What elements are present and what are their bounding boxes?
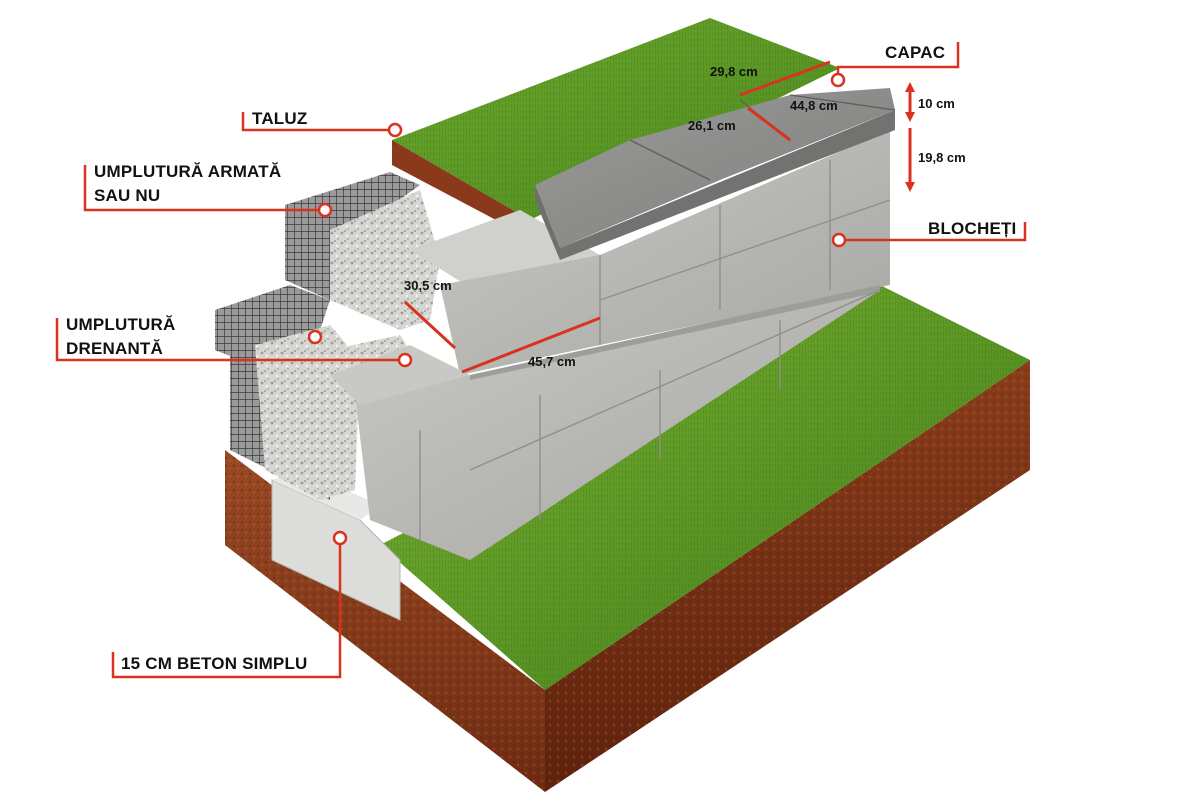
dim-label-457: 45,7 cm — [528, 354, 576, 369]
marker-umplutura-drenanta-b — [397, 352, 413, 368]
callout-line-umplutura-armata — [83, 165, 322, 212]
dim-label-10: 10 cm — [918, 96, 955, 111]
label-umplutura-armata-line1: UMPLUTURĂ ARMATĂ — [94, 162, 281, 181]
callout-lines — [55, 42, 1027, 679]
callout-labels: TALUZ UMPLUTURĂ ARMATĂ SAU NU UMPLUTURĂ … — [66, 43, 1016, 673]
label-umplutura-armata-line2: SAU NU — [94, 186, 160, 205]
dim-label-305: 30,5 cm — [404, 278, 452, 293]
dim-line-305 — [403, 300, 457, 350]
dim-label-198: 19,8 cm — [918, 150, 966, 165]
label-umplutura-drenanta-line1: UMPLUTURĂ — [66, 315, 175, 334]
marker-umplutura-armata — [317, 202, 333, 218]
callout-line-beton — [111, 540, 342, 679]
callout-line-umplutura-drenanta — [55, 318, 402, 362]
dim-line-298 — [739, 60, 831, 97]
callout-line-blocheti — [842, 222, 1027, 242]
label-beton: 15 CM BETON SIMPLU — [121, 654, 308, 673]
upper-lawn — [392, 18, 840, 238]
callout-line-capac — [836, 42, 960, 78]
callout-line-taluz — [241, 112, 392, 132]
dim-line-457 — [461, 316, 601, 374]
dimension-labels: 29,8 cm 44,8 cm 26,1 cm 10 cm 19,8 cm 30… — [404, 64, 966, 369]
dim-label-448: 44,8 cm — [790, 98, 838, 113]
dim-label-298: 29,8 cm — [710, 64, 758, 79]
dimension-lines — [403, 60, 912, 374]
marker-capac — [830, 72, 846, 88]
reinforced-fill — [215, 172, 440, 500]
label-blocheti: BLOCHEȚI — [928, 219, 1016, 238]
label-taluz: TALUZ — [252, 109, 307, 128]
dim-line-261 — [747, 106, 791, 142]
marker-taluz — [387, 122, 403, 138]
marker-blocheti — [831, 232, 847, 248]
label-capac: CAPAC — [885, 43, 945, 62]
dimension-arrowheads — [905, 82, 915, 192]
lower-lawn — [380, 285, 1030, 690]
marker-umplutura-drenanta-a — [307, 329, 323, 345]
cap-stones — [535, 88, 896, 260]
marker-beton — [332, 530, 348, 546]
callout-markers — [307, 72, 847, 546]
label-umplutura-drenanta-line2: DRENANTĂ — [66, 339, 163, 358]
dim-label-261: 26,1 cm — [688, 118, 736, 133]
